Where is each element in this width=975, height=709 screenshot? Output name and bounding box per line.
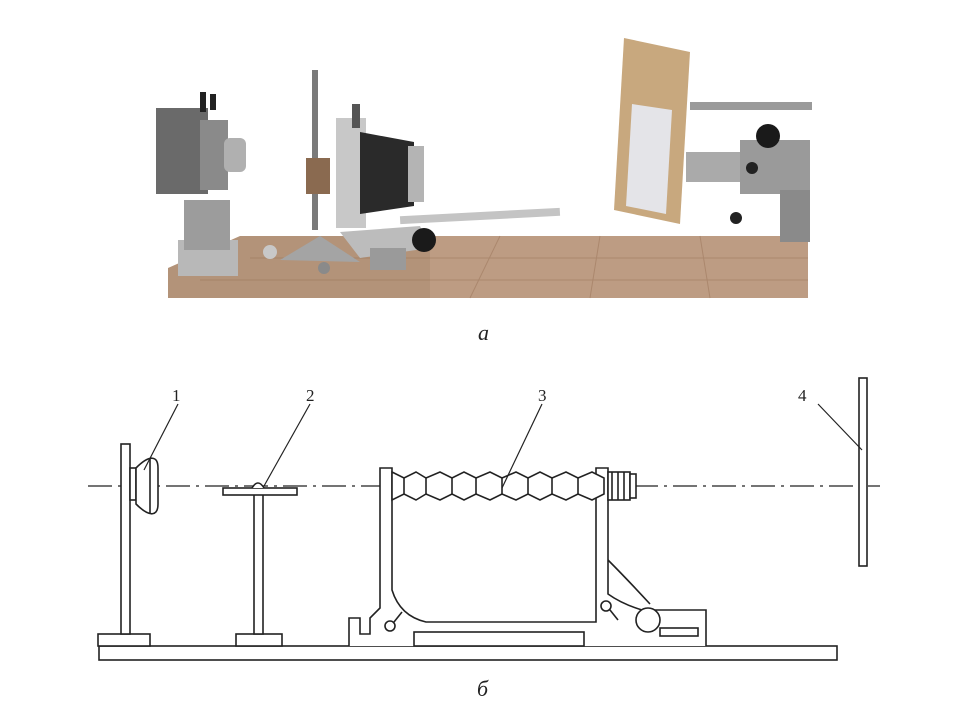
leader-3	[501, 403, 543, 489]
leader-1	[143, 403, 179, 471]
screen-board	[614, 38, 690, 224]
photo-laboratory-setup	[156, 38, 812, 299]
component-3-bellows-camera	[348, 467, 707, 647]
leader-4	[817, 403, 863, 451]
illuminator-device	[156, 92, 246, 276]
component-1-illuminator	[97, 443, 159, 647]
label-1: 1	[172, 386, 181, 405]
component-2-object-table	[222, 482, 298, 647]
leader-2	[263, 403, 311, 487]
base-plate	[98, 645, 838, 661]
bellows-camera	[336, 104, 561, 270]
object-stand	[263, 70, 360, 274]
label-3: 3	[538, 386, 547, 405]
component-4-screen	[858, 377, 868, 567]
right-holder-device	[686, 102, 812, 242]
label-4: 4	[798, 386, 807, 405]
caption-diagram: б	[477, 676, 489, 701]
label-2: 2	[306, 386, 315, 405]
table-surface-light	[430, 236, 808, 298]
caption-photo: а	[478, 320, 489, 345]
